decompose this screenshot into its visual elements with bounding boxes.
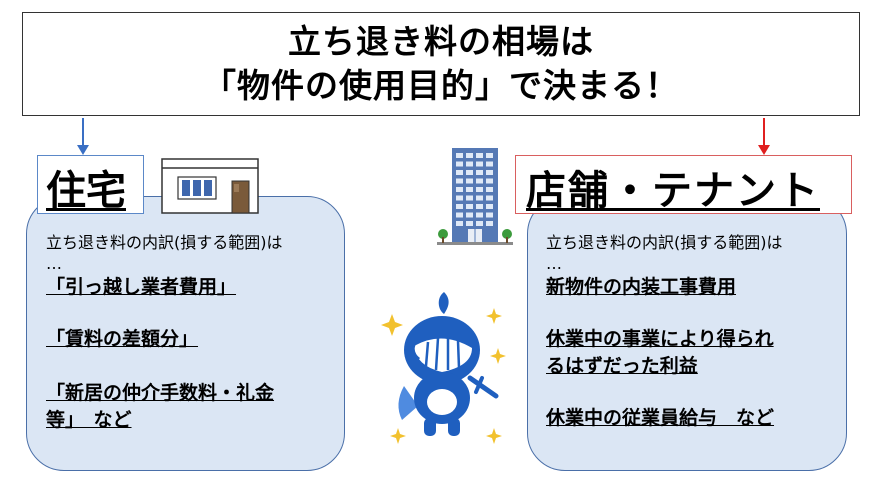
- housing-item-fees: 「新居の仲介手数料・礼金 等」 など: [46, 380, 274, 434]
- store-item-interior-text: 新物件の内装工事費用: [546, 276, 737, 298]
- store-heading: 店舗・テナント: [526, 168, 820, 214]
- store-arrowhead: [758, 145, 770, 155]
- building-icon: [437, 148, 513, 245]
- housing-arrow: [82, 118, 84, 148]
- title-line-1: 立ち退き料の相場は: [288, 22, 594, 61]
- sparkle-icon: [381, 308, 506, 444]
- housing-intro: 立ち退き料の内訳(損する範囲)は …: [46, 232, 283, 274]
- store-intro: 立ち退き料の内訳(損する範囲)は …: [546, 232, 783, 274]
- housing-item-moving: 「引っ越し業者費用」: [46, 274, 236, 301]
- store-intro-ellipsis: …: [546, 254, 562, 273]
- title-line-2: 「物件の使用目的」で決まる！: [203, 66, 679, 105]
- store-intro-line: 立ち退き料の内訳(損する範囲)は: [546, 233, 783, 252]
- housing-item-rent-diff: 「賃料の差額分」: [46, 326, 198, 353]
- housing-item-fees-line2: 等」 など: [46, 409, 132, 431]
- housing-panel: [26, 196, 345, 471]
- housing-heading-box: 住宅: [37, 155, 144, 214]
- title-box: 立ち退き料の相場は 「物件の使用目的」で決まる！: [22, 12, 860, 116]
- housing-item-moving-text: 「引っ越し業者費用」: [46, 276, 237, 298]
- store-item-interior: 新物件の内装工事費用: [546, 274, 736, 301]
- housing-heading: 住宅: [46, 168, 126, 214]
- store-item-lost-profit-line1: 休業中の事業により得られ: [546, 328, 774, 350]
- house-icon: [161, 158, 259, 214]
- housing-item-rent-diff-text: 「賃料の差額分」: [46, 328, 199, 350]
- housing-intro-line: 立ち退き料の内訳(損する範囲)は: [46, 233, 283, 252]
- store-item-salary-text: 休業中の従業員給与 など: [546, 407, 775, 429]
- knight-mascot-icon: [381, 292, 506, 444]
- store-panel: [527, 196, 847, 471]
- store-item-lost-profit: 休業中の事業により得られ るはずだった利益: [546, 326, 774, 380]
- store-item-lost-profit-line2: るはずだった利益: [546, 355, 698, 377]
- housing-arrowhead: [77, 145, 89, 155]
- store-heading-box: 店舗・テナント: [515, 155, 852, 214]
- store-item-salary: 休業中の従業員給与 など: [546, 405, 774, 432]
- store-arrow: [763, 118, 765, 148]
- housing-intro-ellipsis: …: [46, 254, 62, 273]
- housing-item-fees-line1: 「新居の仲介手数料・礼金: [46, 382, 275, 404]
